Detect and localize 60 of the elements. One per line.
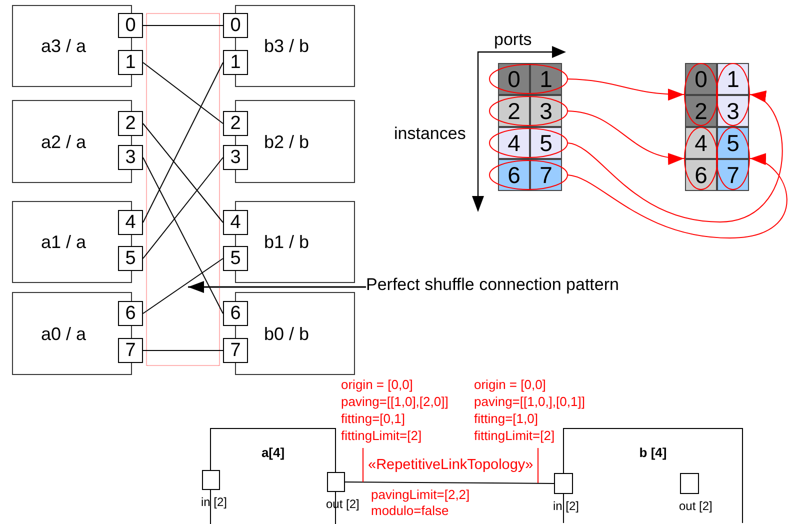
box-title: a2 / a [41,132,86,152]
port-box: 5 [118,246,143,271]
leader-line [362,448,364,482]
connector-line [142,350,224,351]
port-box: 3 [223,145,248,170]
connector-line [142,157,224,314]
port-box: 4 [118,210,143,235]
port-box: 4 [223,210,248,235]
parameter-text: origin = [0,0] [474,376,546,393]
port-box: 2 [118,111,143,136]
box-title: b2 / b [264,132,310,152]
port-box: 0 [118,13,143,38]
connector-line [142,123,224,223]
selection-ellipse [489,160,568,190]
box-title: a3 / a [41,36,86,57]
parameter-text: fitting=[1,0] [474,410,538,427]
constraint-text: modulo=false [371,503,449,518]
selection-ellipse [489,64,568,94]
port-box: 2 [223,111,248,136]
parameter-text: origin = [0,0] [341,376,413,393]
connector-line [142,258,224,314]
arrow [188,281,366,293]
component-box [563,428,743,523]
port-box: 1 [223,50,248,75]
parameter-text: fittingLimit=[2] [474,427,555,444]
parameter-text: paving=[[1,0,],[0,1]] [474,393,585,410]
connector-line [344,482,554,484]
box-title: b1 / b [264,232,310,253]
port-box: 7 [223,338,248,363]
port-box: 0 [223,13,248,38]
connector-line [142,62,224,223]
port-box: 5 [223,246,248,271]
connector-line [142,62,224,124]
box-title: b3 / b [264,36,310,57]
connector-line [142,157,224,259]
box-title: b [4] [638,445,668,460]
connector-line [142,25,224,26]
port-label: in [2] [553,499,580,513]
port-box: 3 [118,145,143,170]
parameter-text: paving=[[1,0],[2,0]] [341,393,448,410]
port-label: in [2] [201,495,228,509]
callout-text: Perfect shuffle connection pattern [366,272,658,298]
parameter-text: fittingLimit=[2] [341,427,422,444]
axis-label: ports [494,30,532,50]
selection-ellipse [489,128,568,158]
arrow [568,78,684,100]
axis-label: instances [394,124,466,144]
constraint-text: pavingLimit=[2,2] [371,487,470,502]
box-title: a[4] [260,445,286,460]
box-title: a0 / a [41,324,86,344]
port-box: 7 [118,338,143,363]
parameter-text: fitting=[0,1] [341,410,405,427]
box-title: b0 / b [264,324,310,344]
port-box: 1 [118,50,143,75]
box-title: a1 / a [41,232,86,253]
edge-label: «RepetitiveLinkTopology» [367,457,534,473]
port-label: out [2] [679,499,712,513]
port-box: 6 [118,301,143,326]
port-box: 6 [223,301,248,326]
selection-ellipse [489,96,568,126]
